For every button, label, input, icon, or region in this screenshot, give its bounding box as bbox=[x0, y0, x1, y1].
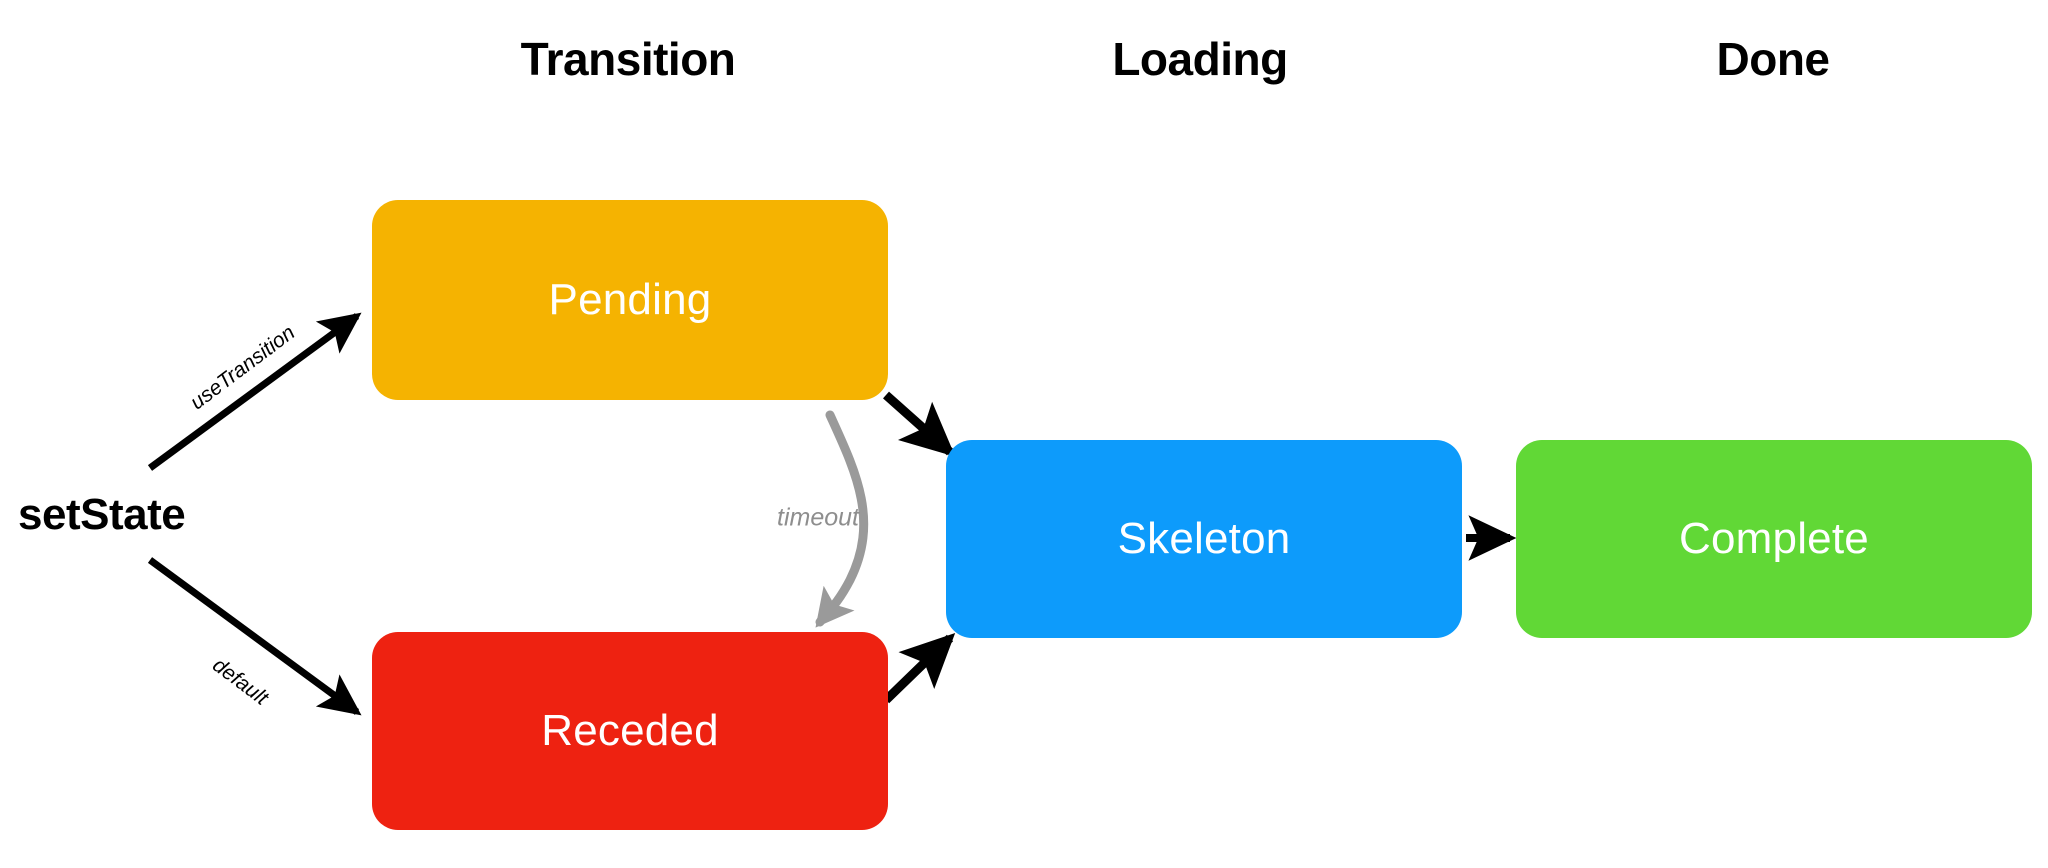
state-node-receded[interactable]: Receded bbox=[372, 632, 888, 830]
source-node-set-state[interactable]: setState bbox=[18, 490, 186, 539]
state-node-pending-label: Pending bbox=[548, 275, 712, 324]
column-header-transition: Transition bbox=[520, 33, 736, 85]
column-header-loading: Loading bbox=[1112, 33, 1288, 85]
state-node-skeleton[interactable]: Skeleton bbox=[946, 440, 1462, 638]
state-node-pending[interactable]: Pending bbox=[372, 200, 888, 400]
state-node-skeleton-label: Skeleton bbox=[1117, 514, 1291, 563]
edge-label-use-transition: useTransition bbox=[186, 320, 300, 415]
state-node-complete[interactable]: Complete bbox=[1516, 440, 2032, 638]
state-node-complete-label: Complete bbox=[1679, 514, 1869, 563]
edge-label-default: default bbox=[208, 653, 273, 710]
edge-set-state-to-pending bbox=[147, 312, 362, 471]
edge-label-timeout: timeout bbox=[777, 503, 859, 532]
state-node-receded-label: Receded bbox=[541, 706, 719, 755]
edge-pending-to-skeleton bbox=[883, 391, 956, 457]
column-header-done: Done bbox=[1716, 33, 1831, 85]
edge-receded-to-skeleton bbox=[882, 632, 956, 704]
